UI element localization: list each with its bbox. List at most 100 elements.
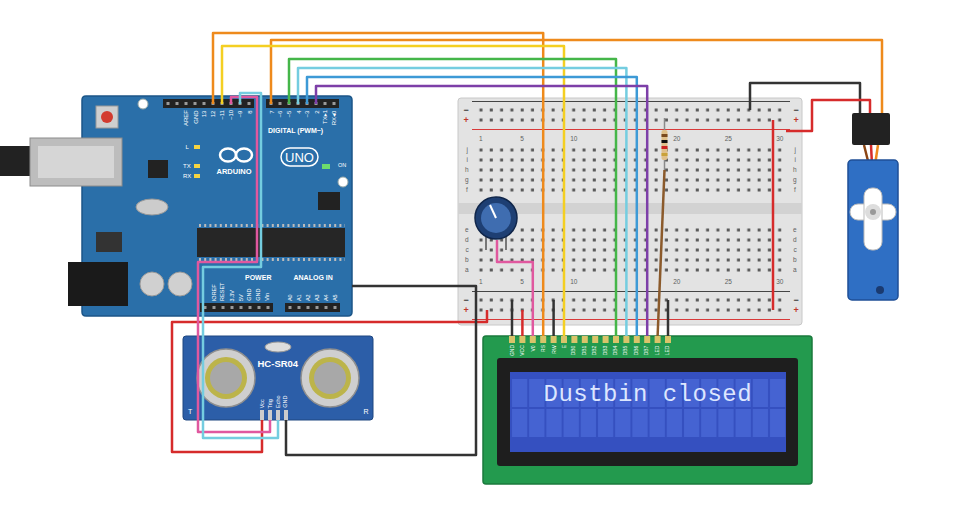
arduino-board-part [96,106,118,128]
arduino-board-part [136,199,168,215]
lcd-module-part [510,372,786,452]
lcd-text: Dustbin closed [544,383,753,407]
part-name: HC-SR04 [258,359,299,369]
header-heading: POWER [245,274,271,281]
arduino-board-part [199,258,345,261]
pin-label: A5 [332,294,338,301]
arduino-board-part [322,164,330,169]
potentiometer-part [481,203,511,233]
pin-label: 3.3V [229,290,235,301]
column-number: 1 [479,136,483,143]
jumper-wires-part [497,240,533,336]
row-letter: j [795,147,796,154]
row-letter: i [795,157,796,164]
led-label: ON [338,163,346,169]
led-label: TX [183,163,191,169]
pin-label: AREF [183,110,189,126]
pin-label: 13 [201,110,207,117]
pin-label: VCC [520,345,525,356]
resistor-symbol [662,118,668,170]
pin-label: DB6 [634,345,639,355]
ultrasonic-sensor-part [309,357,351,399]
rail-sign: − [464,296,469,305]
resistor-symbol-part [662,134,668,137]
arduino-board-part [138,99,148,109]
potentiometer-part [490,205,496,218]
rail-sign: − [794,106,799,115]
row-letter: e [793,227,797,234]
pin-label: 4 [295,110,301,113]
ultrasonic-sensor-part [265,342,291,352]
ultrasonic-sensor-part [183,336,373,420]
row-letter: g [793,177,797,184]
column-number: 10 [570,136,577,143]
lcd-module-part [509,336,672,343]
ultrasonic-sensor-part [205,357,247,399]
pin-label: DB4 [613,345,618,355]
row-letter: j [467,147,468,154]
column-number: 25 [725,279,732,286]
jumper-wires-part [772,120,775,310]
row-letter: f [794,187,796,194]
lcd-display: Dustbin closed [483,336,812,484]
pin-label: DB0 [572,345,577,355]
ultrasonic-sensor: HC-SR04 [183,336,373,420]
row-letter: b [793,257,797,264]
lcd-module-part [497,358,798,466]
rail-sign: − [464,106,469,115]
arduino-board-part [96,232,122,252]
pin-label: ~9 [237,110,243,117]
pin-label: 7 [268,110,274,113]
transducer-label: R [364,408,369,415]
jumper-wires-part [786,100,870,131]
servo-motor-part [870,209,876,215]
pin-label: 5V [238,294,244,301]
jumper-wires-part [658,170,665,336]
pin-label: GND [256,289,262,301]
breadboard [458,98,802,325]
ultrasonic-sensor-part [301,349,359,407]
rail-sign: + [794,306,799,315]
column-number: 5 [520,279,524,286]
pin-label: DB2 [593,345,598,355]
pin-label: 12 [210,110,216,117]
arduino-board-part [266,99,339,108]
header-heading: ANALOG IN [294,274,333,281]
arduino-board-part [281,148,318,166]
arduino-board-part [318,192,340,210]
wire [213,33,543,336]
pin-label: A2 [305,294,311,301]
resistor-symbol-part [662,130,668,160]
transducer-label: T [188,408,192,415]
led-label: RX [183,173,191,179]
pin-label: DB3 [603,345,608,355]
arduino-board-part [289,306,341,309]
pin-label: Echo [275,395,281,408]
pin-label: 8 [246,110,252,113]
jumper-wires-part [750,83,860,113]
pin-label: GND [192,110,198,123]
pin-label: A1 [296,294,302,301]
ultrasonic-sensor-part [276,410,280,420]
servo-motor-part [864,188,882,250]
pin-label: Trig [267,399,273,408]
ultrasonic-sensor-part [210,362,242,394]
arduino-board-part [285,303,340,312]
ultrasonic-sensor-part [284,410,288,420]
jumper-wires-part [511,300,514,336]
pin-label: A4 [323,294,329,301]
arduino-board-part [270,102,340,105]
arduino-board-part [199,224,345,227]
arduino-board-part [194,145,200,149]
pin-label: ~11 [219,110,225,120]
pin-label: RW [551,345,556,353]
wire [307,77,637,336]
wire [222,46,564,336]
pin-label: GND [510,345,515,356]
pin-label: DB1 [582,345,587,355]
wire [298,68,626,336]
arduino-uno: DIGITAL (PWM~)UNOARDUINOONPOWERANALOG IN [82,104,352,316]
pin-label: Vin [265,293,271,301]
arduino-board-part [30,138,122,186]
arduino-board-part [148,160,168,178]
